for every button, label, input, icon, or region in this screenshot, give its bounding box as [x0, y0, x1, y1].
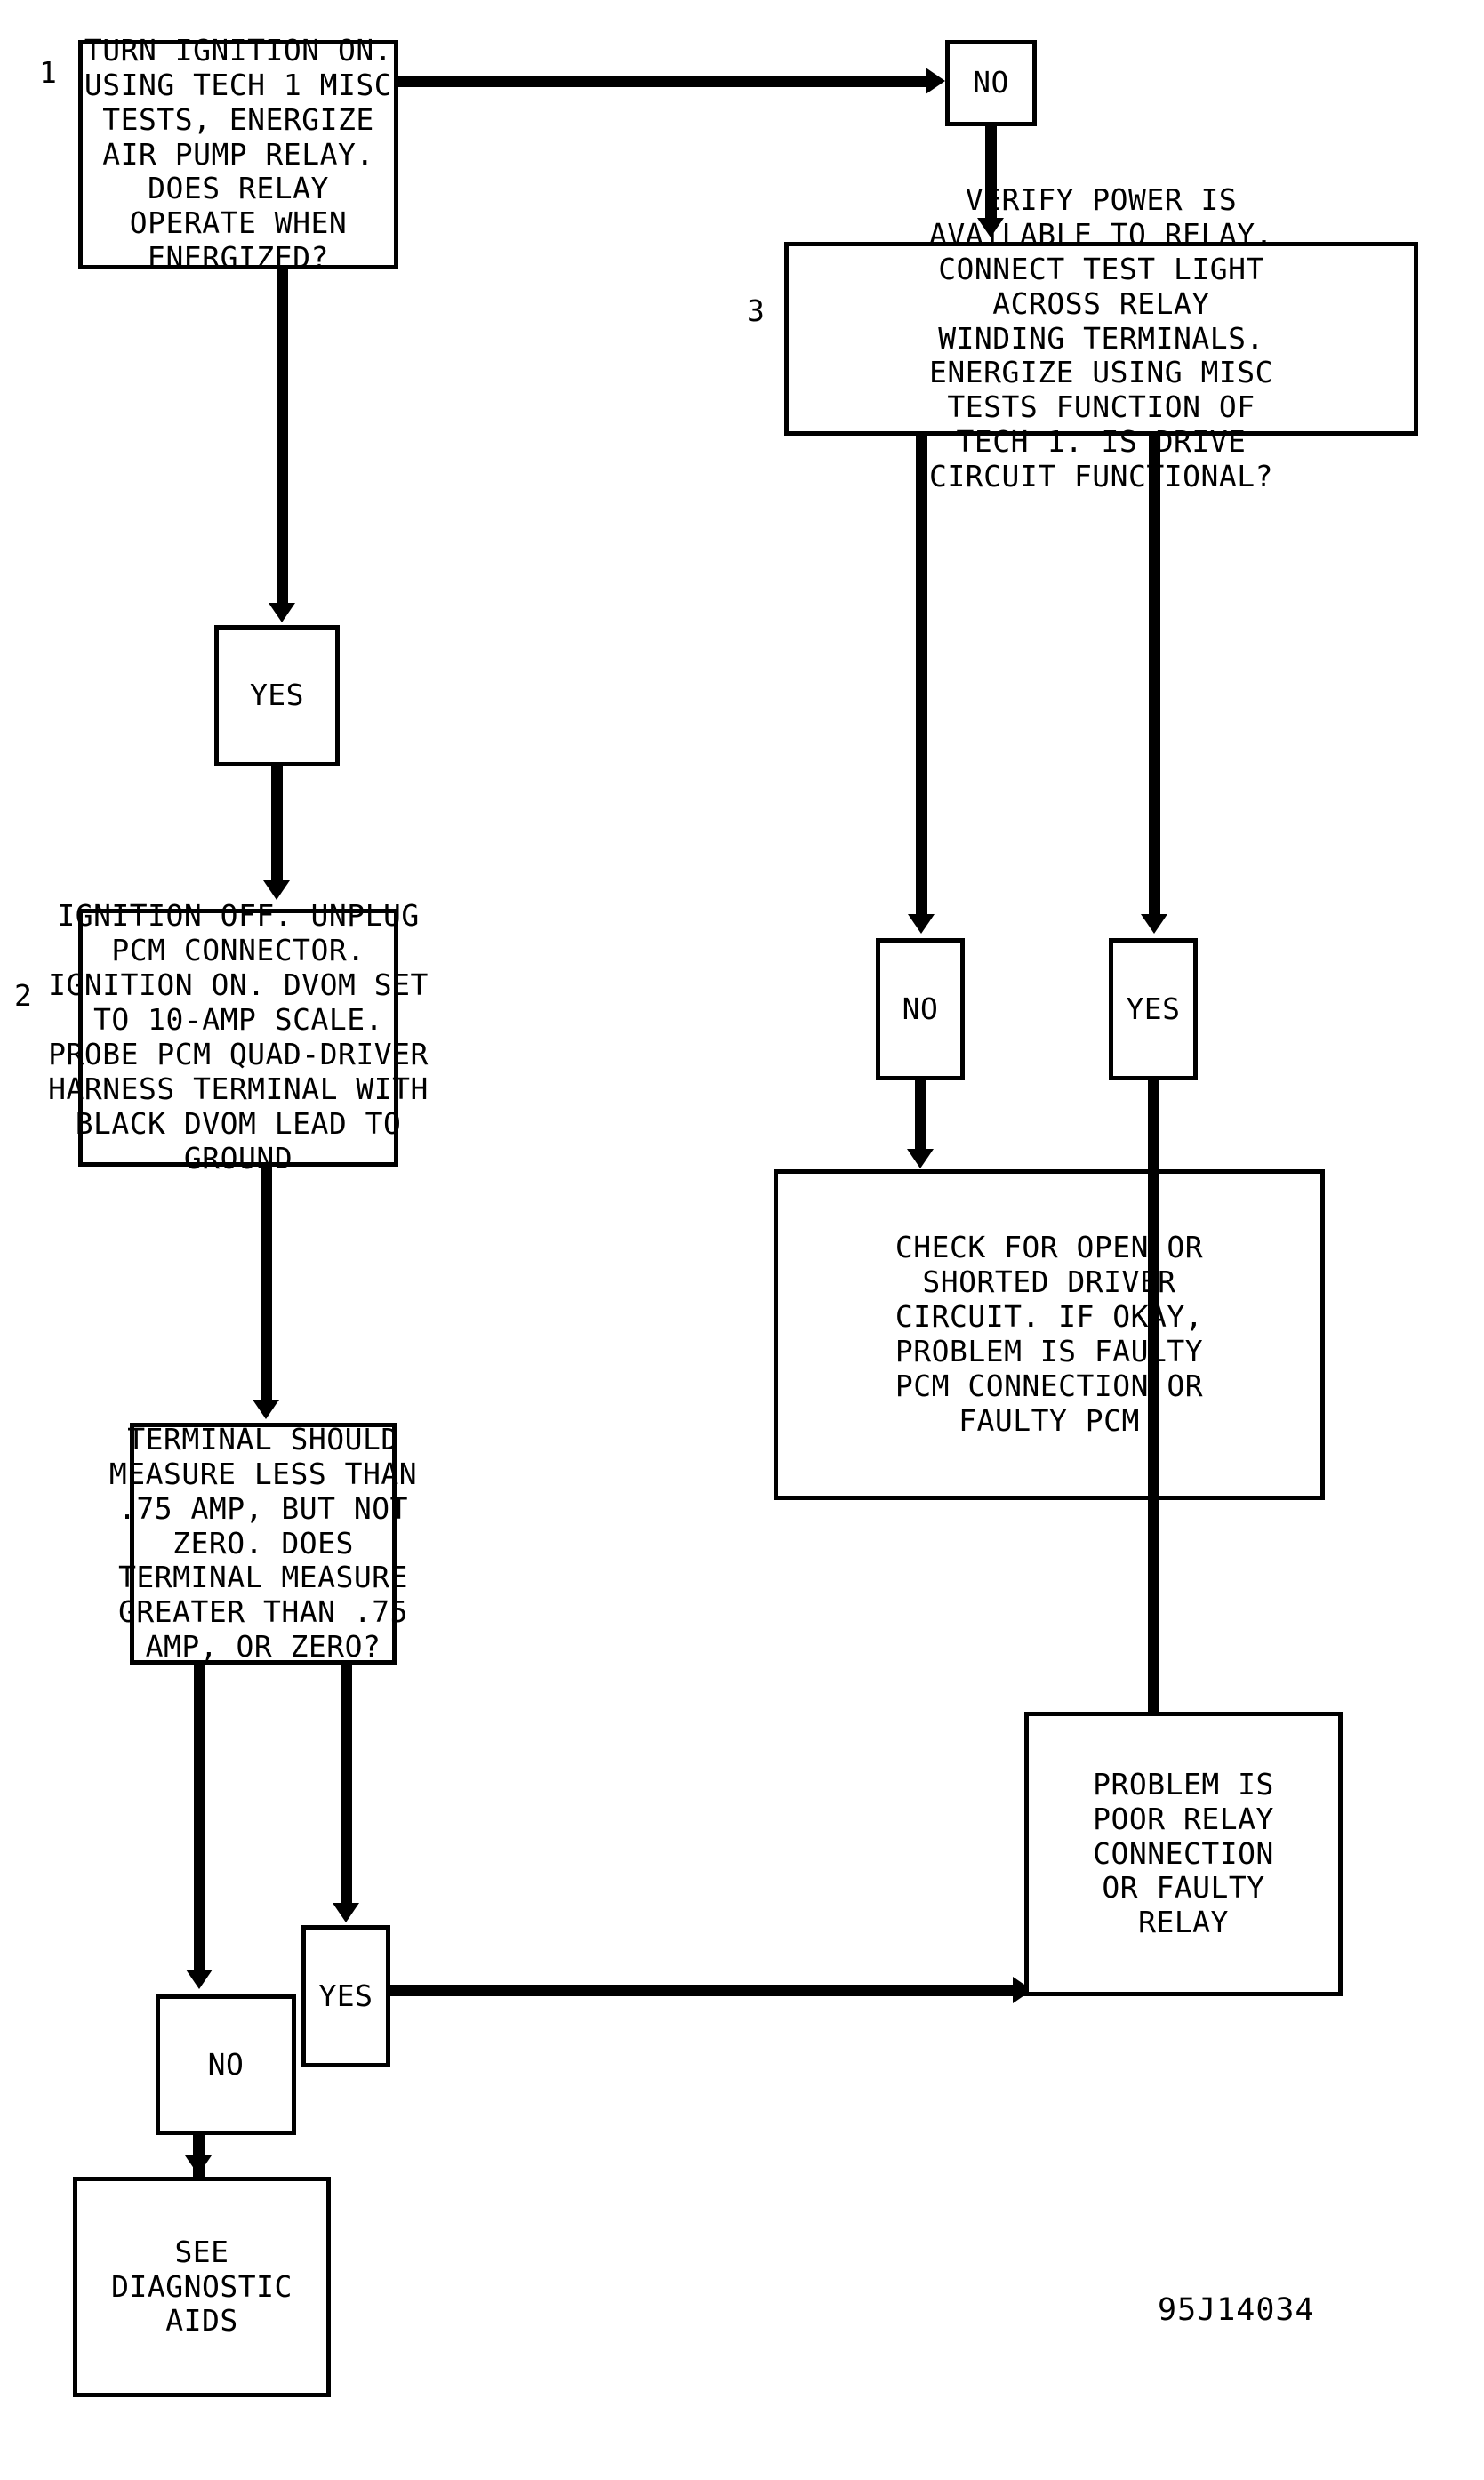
- edge-step2-to-terminal-line: [261, 1167, 272, 1402]
- edge-step3-to-no3-arrowhead: [908, 914, 935, 934]
- step-number-2: 2: [14, 978, 32, 1013]
- edge-no1-to-step3-line: [985, 126, 997, 220]
- node-step3-text: VERIFY POWER IS AVAILABLE TO RELAY. CONN…: [929, 181, 1273, 494]
- edge-step3-to-yes3-line: [1149, 436, 1160, 916]
- node-diag-aids[interactable]: SEE DIAGNOSTIC AIDS: [73, 2177, 331, 2397]
- node-poor-relay-text: PROBLEM IS POOR RELAY CONNECTION OR FAUL…: [1093, 1766, 1274, 1940]
- node-step1[interactable]: TURN IGNITION ON. USING TECH 1 MISC TEST…: [78, 33, 398, 275]
- node-yes3[interactable]: YES: [1109, 938, 1198, 1080]
- edge-no2-to-diag-arrowhead: [185, 2155, 212, 2175]
- edge-step1-to-yes1-line: [277, 269, 288, 606]
- node-step3[interactable]: VERIFY POWER IS AVAILABLE TO RELAY. CONN…: [784, 182, 1418, 494]
- edge-terminal-to-no2-line: [194, 1665, 205, 1971]
- edge-step1-to-no1-line: [397, 76, 931, 87]
- node-step1-text: TURN IGNITION ON. USING TECH 1 MISC TEST…: [84, 32, 393, 276]
- node-no3[interactable]: NO: [876, 938, 965, 1080]
- edge-step3-to-no3-line: [916, 436, 927, 916]
- edge-yes1-to-step2-arrowhead: [263, 880, 290, 900]
- diagram-code-tag: 95J14034: [1158, 2292, 1315, 2328]
- node-terminal-check[interactable]: TERMINAL SHOULD MEASURE LESS THAN .75 AM…: [109, 1422, 417, 1665]
- node-no1-text: NO: [973, 65, 1009, 100]
- step-number-3: 3: [747, 293, 765, 328]
- node-terminal-check-text: TERMINAL SHOULD MEASURE LESS THAN .75 AM…: [108, 1421, 418, 1665]
- node-no1[interactable]: NO: [945, 40, 1037, 126]
- node-yes2-text: YES: [318, 1978, 373, 2013]
- node-diag-aids-text: SEE DIAGNOSTIC AIDS: [111, 2234, 293, 2339]
- edge-terminal-to-no2-arrowhead: [186, 1970, 213, 1989]
- node-no2[interactable]: NO: [156, 1994, 296, 2135]
- node-no2-text: NO: [207, 2046, 245, 2082]
- edge-no3-to-check-line: [915, 1080, 926, 1152]
- node-no3-text: NO: [902, 991, 939, 1026]
- edge-yes3-to-poor-relay-line: [1148, 1080, 1159, 1714]
- node-check-driver[interactable]: CHECK FOR OPEN OR SHORTED DRIVER CIRCUIT…: [774, 1169, 1325, 1500]
- edge-step2-to-terminal-arrowhead: [253, 1400, 279, 1419]
- node-step2[interactable]: IGNITION OFF. UNPLUG PCM CONNECTOR. IGNI…: [48, 898, 428, 1175]
- edge-no3-to-check-arrowhead: [907, 1149, 934, 1168]
- edge-step1-to-yes1-arrowhead: [269, 603, 295, 622]
- edge-yes2-to-poor-relay-line: [390, 1985, 1031, 1996]
- step-number-1: 1: [39, 55, 57, 90]
- edge-step3-to-yes3-arrowhead: [1141, 914, 1167, 934]
- edge-yes1-to-step2-line: [271, 766, 283, 882]
- node-yes1-text: YES: [249, 678, 305, 713]
- node-poor-relay[interactable]: PROBLEM IS POOR RELAY CONNECTION OR FAUL…: [1024, 1712, 1343, 1996]
- node-yes1[interactable]: YES: [214, 625, 340, 766]
- edge-step1-to-no1-arrowhead: [926, 68, 945, 94]
- node-yes3-text: YES: [1126, 991, 1181, 1026]
- node-yes2[interactable]: YES: [301, 1925, 390, 2067]
- edge-no1-to-step3-arrowhead: [977, 218, 1004, 237]
- edge-terminal-to-yes2-arrowhead: [333, 1903, 359, 1922]
- node-step2-text: IGNITION OFF. UNPLUG PCM CONNECTOR. IGNI…: [48, 898, 429, 1176]
- edge-terminal-to-yes2-line: [341, 1665, 352, 1905]
